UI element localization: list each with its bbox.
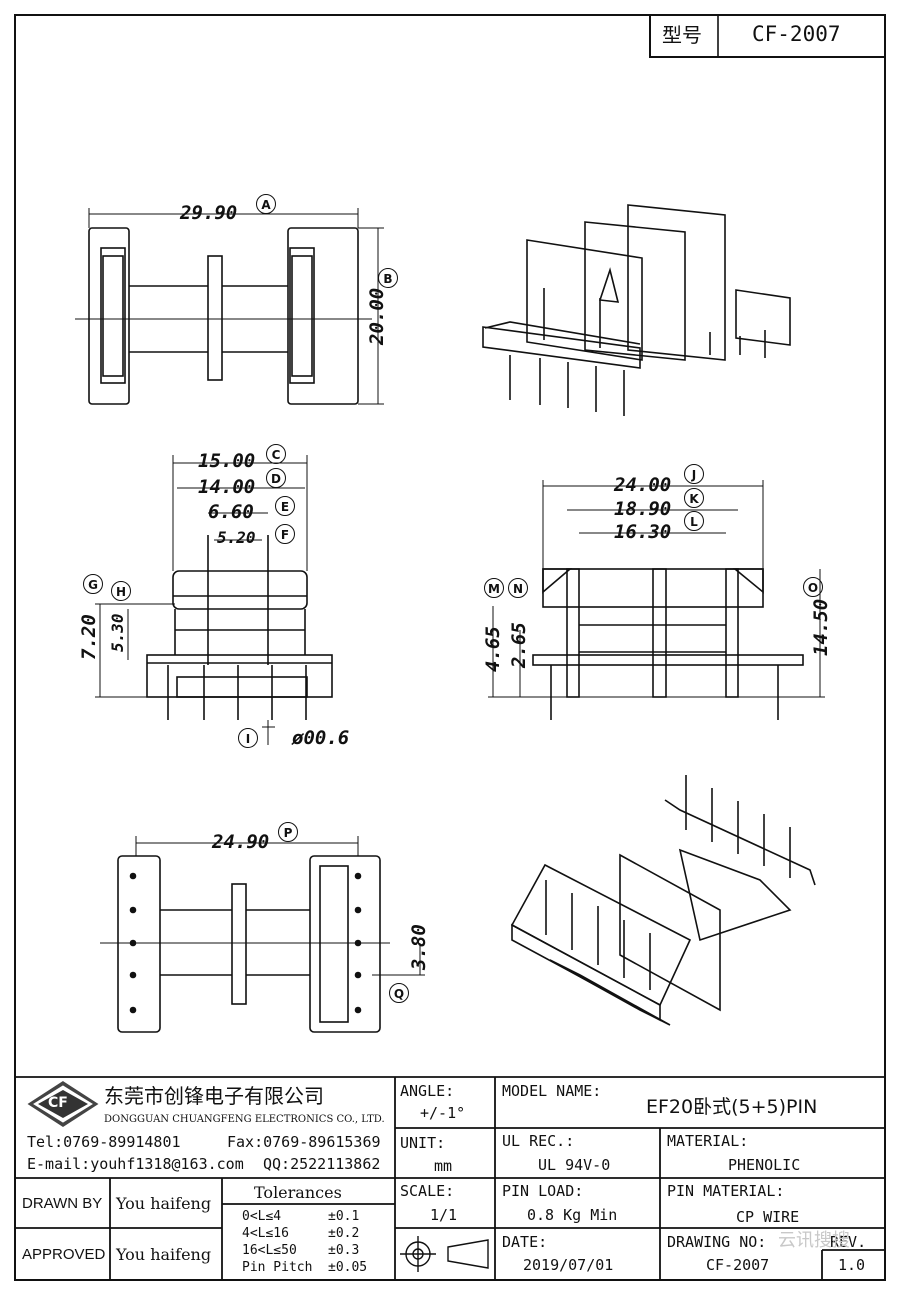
logo-text: CF xyxy=(48,1095,68,1111)
company-fax: Fax:0769-89615369 xyxy=(227,1133,381,1151)
dim-k-value: 18.90 xyxy=(614,498,672,520)
dim-q-value: 3.80 xyxy=(408,924,430,970)
model-name-value: EF20卧式(5+5)PIN xyxy=(646,1096,818,1118)
unit-value: mm xyxy=(434,1157,453,1175)
marker-o: O xyxy=(803,577,823,597)
tolerance-range: 4<L≤16 xyxy=(242,1226,289,1241)
marker-e: E xyxy=(275,496,295,516)
dim-b-value: 20.00 xyxy=(366,287,388,345)
dim-f-value: 5.20 xyxy=(217,528,256,547)
pin-material-label: PIN MATERIAL: xyxy=(667,1182,785,1200)
approved-value: You haifeng xyxy=(116,1245,212,1264)
dim-d-value: 14.00 xyxy=(198,476,256,498)
dim-m-value: 4.65 xyxy=(482,626,504,672)
angle-label: ANGLE: xyxy=(400,1082,455,1100)
date-value: 2019/07/01 xyxy=(523,1256,614,1274)
dim-l-value: 16.30 xyxy=(614,521,672,543)
tolerance-value: ±0.1 xyxy=(328,1209,360,1224)
pin-load-label: PIN LOAD: xyxy=(502,1182,584,1200)
company-name-en: DONGGUAN CHUANGFENG ELECTRONICS CO., LTD… xyxy=(104,1114,385,1125)
marker-h: H xyxy=(111,581,131,601)
dim-e-value: 6.60 xyxy=(208,501,254,523)
marker-l: L xyxy=(684,511,704,531)
marker-b: B xyxy=(378,268,398,288)
header-box xyxy=(649,14,886,58)
rev-label: REV. xyxy=(830,1233,867,1251)
tolerance-value: ±0.2 xyxy=(328,1226,360,1241)
company-qq: QQ:2522113862 xyxy=(263,1155,381,1173)
tolerance-range: 0<L≤4 xyxy=(242,1209,282,1224)
marker-j: J xyxy=(684,464,704,484)
angle-value: +/-1° xyxy=(420,1104,466,1122)
tolerance-value: ±0.3 xyxy=(328,1243,360,1258)
dim-g-value: 7.20 xyxy=(78,614,100,660)
dim-j-value: 24.00 xyxy=(614,474,672,496)
marker-p: P xyxy=(278,822,298,842)
company-logo xyxy=(27,1081,99,1127)
company-email: E-mail:youhf1318@163.com xyxy=(27,1155,244,1173)
marker-q: Q xyxy=(389,983,409,1003)
material-label: MATERIAL: xyxy=(667,1132,749,1150)
watermark: 云讯搜搜 xyxy=(778,1230,850,1251)
iso-view-top xyxy=(482,204,791,416)
sheet-frame xyxy=(14,14,886,1281)
ul-label: UL REC.: xyxy=(502,1132,575,1150)
company-name-cn: 东莞市创锋电子有限公司 xyxy=(104,1084,324,1108)
marker-a: A xyxy=(256,194,276,214)
company-tel: Tel:0769-89914801 xyxy=(27,1133,181,1151)
dim-i-value: ø00.6 xyxy=(292,727,350,749)
model-code: CF-2007 xyxy=(752,22,841,46)
marker-k: K xyxy=(684,488,704,508)
scale-value: 1/1 xyxy=(430,1206,458,1224)
marker-m: M xyxy=(484,578,504,598)
rev-value: 1.0 xyxy=(838,1256,866,1274)
front-view xyxy=(95,455,333,745)
drawn-by-label: DRAWN BY xyxy=(22,1195,103,1212)
dim-c-value: 15.00 xyxy=(198,450,256,472)
material-value: PHENOLIC xyxy=(728,1156,801,1174)
tolerance-range: 16<L≤50 xyxy=(242,1243,297,1258)
marker-d: D xyxy=(266,468,286,488)
dim-p-value: 24.90 xyxy=(212,831,270,853)
side-view xyxy=(488,480,825,720)
approved-label: APPROVED xyxy=(22,1246,106,1263)
unit-label: UNIT: xyxy=(400,1134,446,1152)
scale-label: SCALE: xyxy=(400,1182,455,1200)
bottom-view xyxy=(100,836,425,1033)
marker-i: I xyxy=(238,728,258,748)
iso-view-bottom xyxy=(510,775,816,1026)
dim-h-value: 5.30 xyxy=(108,613,127,652)
ul-value: UL 94V-0 xyxy=(538,1156,611,1174)
model-name-label: MODEL NAME: xyxy=(502,1082,602,1100)
marker-n: N xyxy=(508,578,528,598)
tolerance-range: Pin Pitch xyxy=(242,1260,313,1275)
projection-symbol xyxy=(400,1236,489,1272)
marker-f: F xyxy=(275,524,295,544)
marker-g: G xyxy=(83,574,103,594)
drawing-no-value: CF-2007 xyxy=(706,1256,770,1274)
top-view xyxy=(75,208,384,405)
dim-a-value: 29.90 xyxy=(180,202,238,224)
pin-load-value: 0.8 Kg Min xyxy=(527,1206,618,1224)
tolerances-title: Tolerances xyxy=(254,1183,342,1202)
drawn-by-value: You haifeng xyxy=(116,1194,212,1213)
marker-c: C xyxy=(266,444,286,464)
dim-o-value: 14.50 xyxy=(810,598,832,656)
drawing-no-label: DRAWING NO: xyxy=(667,1233,767,1251)
pin-material-value: CP WIRE xyxy=(736,1208,800,1226)
dim-n-value: 2.65 xyxy=(508,622,530,668)
date-label: DATE: xyxy=(502,1233,548,1251)
type-label: 型号 xyxy=(662,23,702,47)
title-block-lines xyxy=(15,1076,885,1280)
tolerance-value: ±0.05 xyxy=(328,1260,368,1275)
